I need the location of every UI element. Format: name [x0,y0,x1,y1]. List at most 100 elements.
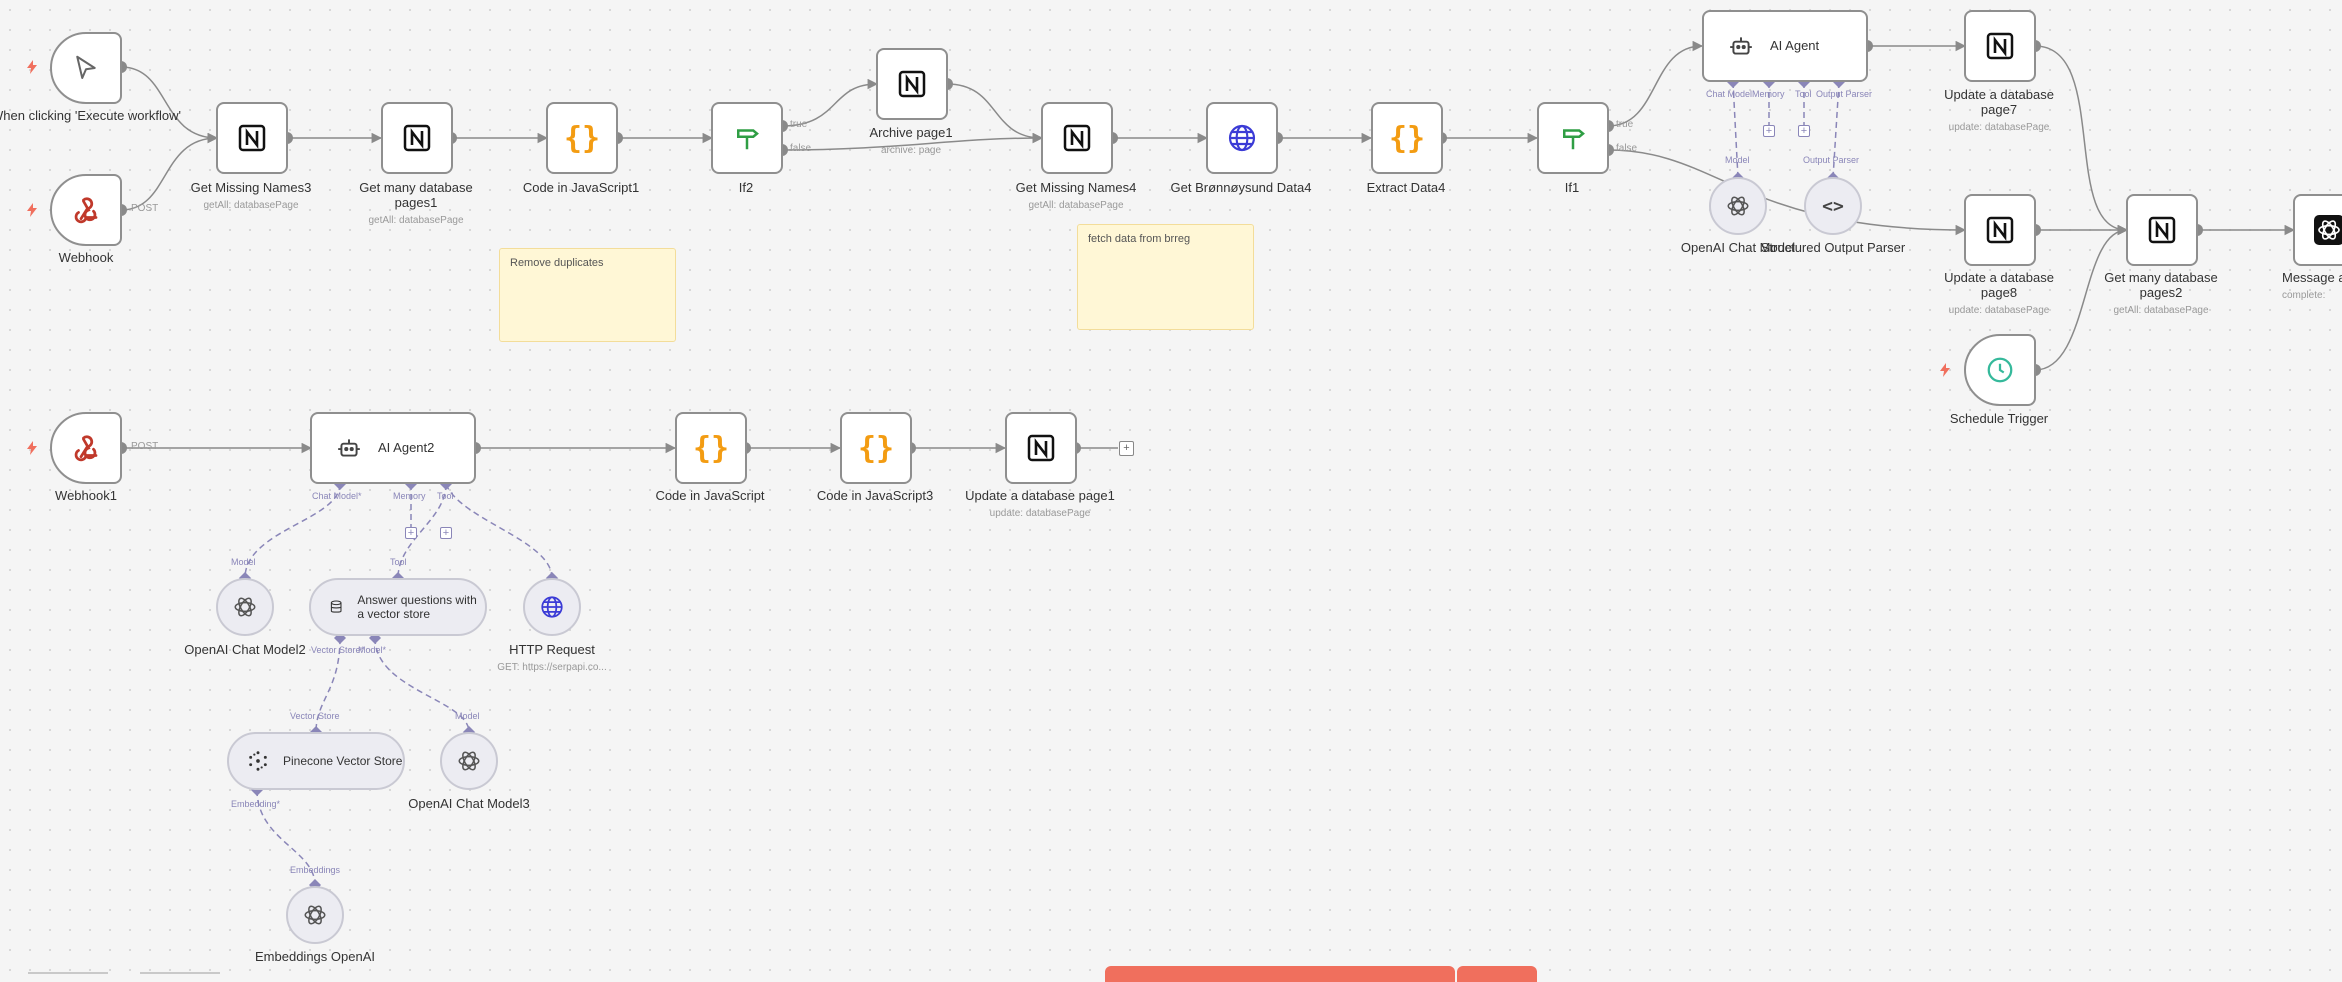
node-message-a[interactable] [2293,194,2342,266]
cursor-icon [76,55,96,79]
node-title: AI Agent2 [378,440,435,455]
edge-manual-to-getmissing3 [120,66,219,144]
trigger-bolt-icon [27,60,37,74]
node-extract-data4[interactable]: {} [1371,102,1443,174]
node-label: OpenAI Chat Model3 [408,796,530,811]
scrollbar-track[interactable] [28,972,108,974]
port-label-output-parser: Output Parser [1803,155,1860,165]
node-label: Schedule Trigger [1949,411,2049,426]
port-label-memory: Memory [393,491,426,501]
node-embeddings-openai[interactable] [286,886,344,944]
node-code-js[interactable]: {} [675,412,747,484]
port-label-model: Model [231,557,256,567]
node-webhook[interactable] [50,174,122,246]
trigger-bolt-icon [1940,363,1950,377]
node-label: If1 [1564,180,1580,195]
code-braces-icon: {} [692,430,730,466]
sticky-note-fetch-brreg[interactable]: fetch data from brreg [1077,224,1254,330]
node-pinecone-vector-store[interactable]: Pinecone Vector Store [227,732,405,790]
notion-icon [898,70,926,98]
node-get-missing-names3[interactable] [216,102,288,174]
node-ai-agent2[interactable]: AI Agent2 [310,412,476,484]
node-label: If2 [738,180,754,195]
node-ai-agent[interactable]: AI Agent [1702,10,1868,82]
port-label-chat-model: Chat Model [1706,89,1753,99]
trigger-bolt-icon [27,203,37,217]
add-tool-button[interactable]: + [1798,125,1810,137]
scrollbar-track[interactable] [140,972,220,974]
node-code-js3[interactable]: {} [840,412,912,484]
node-label: Embeddings OpenAI [255,949,375,964]
webhook-icon [74,435,98,462]
port-label-memory: Memory [1752,89,1785,99]
node-label: Code in JavaScript3 [816,488,934,503]
node-title: Answer questions with a vector store [357,593,477,621]
notion-icon [403,124,431,152]
port-label-model: Model [1725,155,1750,165]
edge-if1true-to-aiagent [1607,40,1704,127]
node-http-request[interactable] [523,578,581,636]
node-get-missing-names4[interactable] [1041,102,1113,174]
node-label: OpenAI Chat Model [1680,240,1796,255]
node-schedule-trigger[interactable] [1964,334,2036,406]
notion-icon [1986,32,2014,60]
node-code-js1[interactable]: {} [546,102,618,174]
sticky-note-remove-duplicates[interactable]: Remove duplicates [499,248,676,342]
node-openai-chat-model3[interactable] [440,732,498,790]
execute-workflow-button[interactable] [1105,966,1455,982]
openai-icon [304,905,326,925]
node-label: Code in JavaScript [655,488,765,503]
port-label-embedding-required: Embedding* [231,799,281,809]
node-structured-output-parser[interactable]: <> [1804,177,1862,235]
robot-icon [1730,37,1752,55]
openai-icon [234,597,256,617]
node-get-many-pages2[interactable] [2126,194,2198,266]
node-label: Webhook [58,250,114,265]
node-update-page7[interactable] [1964,10,2036,82]
node-archive-page1[interactable] [876,48,948,120]
node-label: OpenAI Chat Model2 [184,642,306,657]
trigger-bolt-icon [27,441,37,455]
node-title: Pinecone Vector Store [283,754,403,768]
code-braces-icon: {} [1388,120,1426,156]
node-label: Webhook1 [55,488,117,503]
globe-icon [1228,124,1256,152]
notion-icon [1986,216,2014,244]
node-webhook1[interactable] [50,412,122,484]
port-label-output-parser: Output Parser [1816,89,1873,99]
add-next-node-button[interactable]: + [1119,441,1134,456]
node-update-page8[interactable] [1964,194,2036,266]
port-label-vector-store: Vector Store [290,711,340,721]
node-openai-chat-model2[interactable] [216,578,274,636]
add-memory-button[interactable]: + [1763,125,1775,137]
node-get-bronnoysund4[interactable] [1206,102,1278,174]
signpost-icon [1563,129,1585,150]
node-if1[interactable] [1537,102,1609,174]
execute-options-button[interactable] [1457,966,1537,982]
edge-label-false: false [790,143,812,154]
port-label-vector-store-required: Vector Store* [311,645,365,655]
edge-label-false: false [1616,143,1638,154]
node-openai-chat-model[interactable] [1709,177,1767,235]
add-memory-button[interactable]: + [405,527,417,539]
port-label-tool: Tool [1795,89,1812,99]
node-label: Extract Data4 [1366,180,1446,195]
node-if2[interactable] [711,102,783,174]
add-tool-button[interactable]: + [440,527,452,539]
openai-icon [458,751,480,771]
node-manual-trigger[interactable] [50,32,122,104]
code-braces-icon: {} [857,430,895,466]
node-answer-vector-store[interactable]: Answer questions with a vector store [309,578,487,636]
clock-icon [1987,357,2013,383]
node-update-page1[interactable] [1005,412,1077,484]
port-label-model: Model [455,711,480,721]
node-get-many-pages1[interactable] [381,102,453,174]
